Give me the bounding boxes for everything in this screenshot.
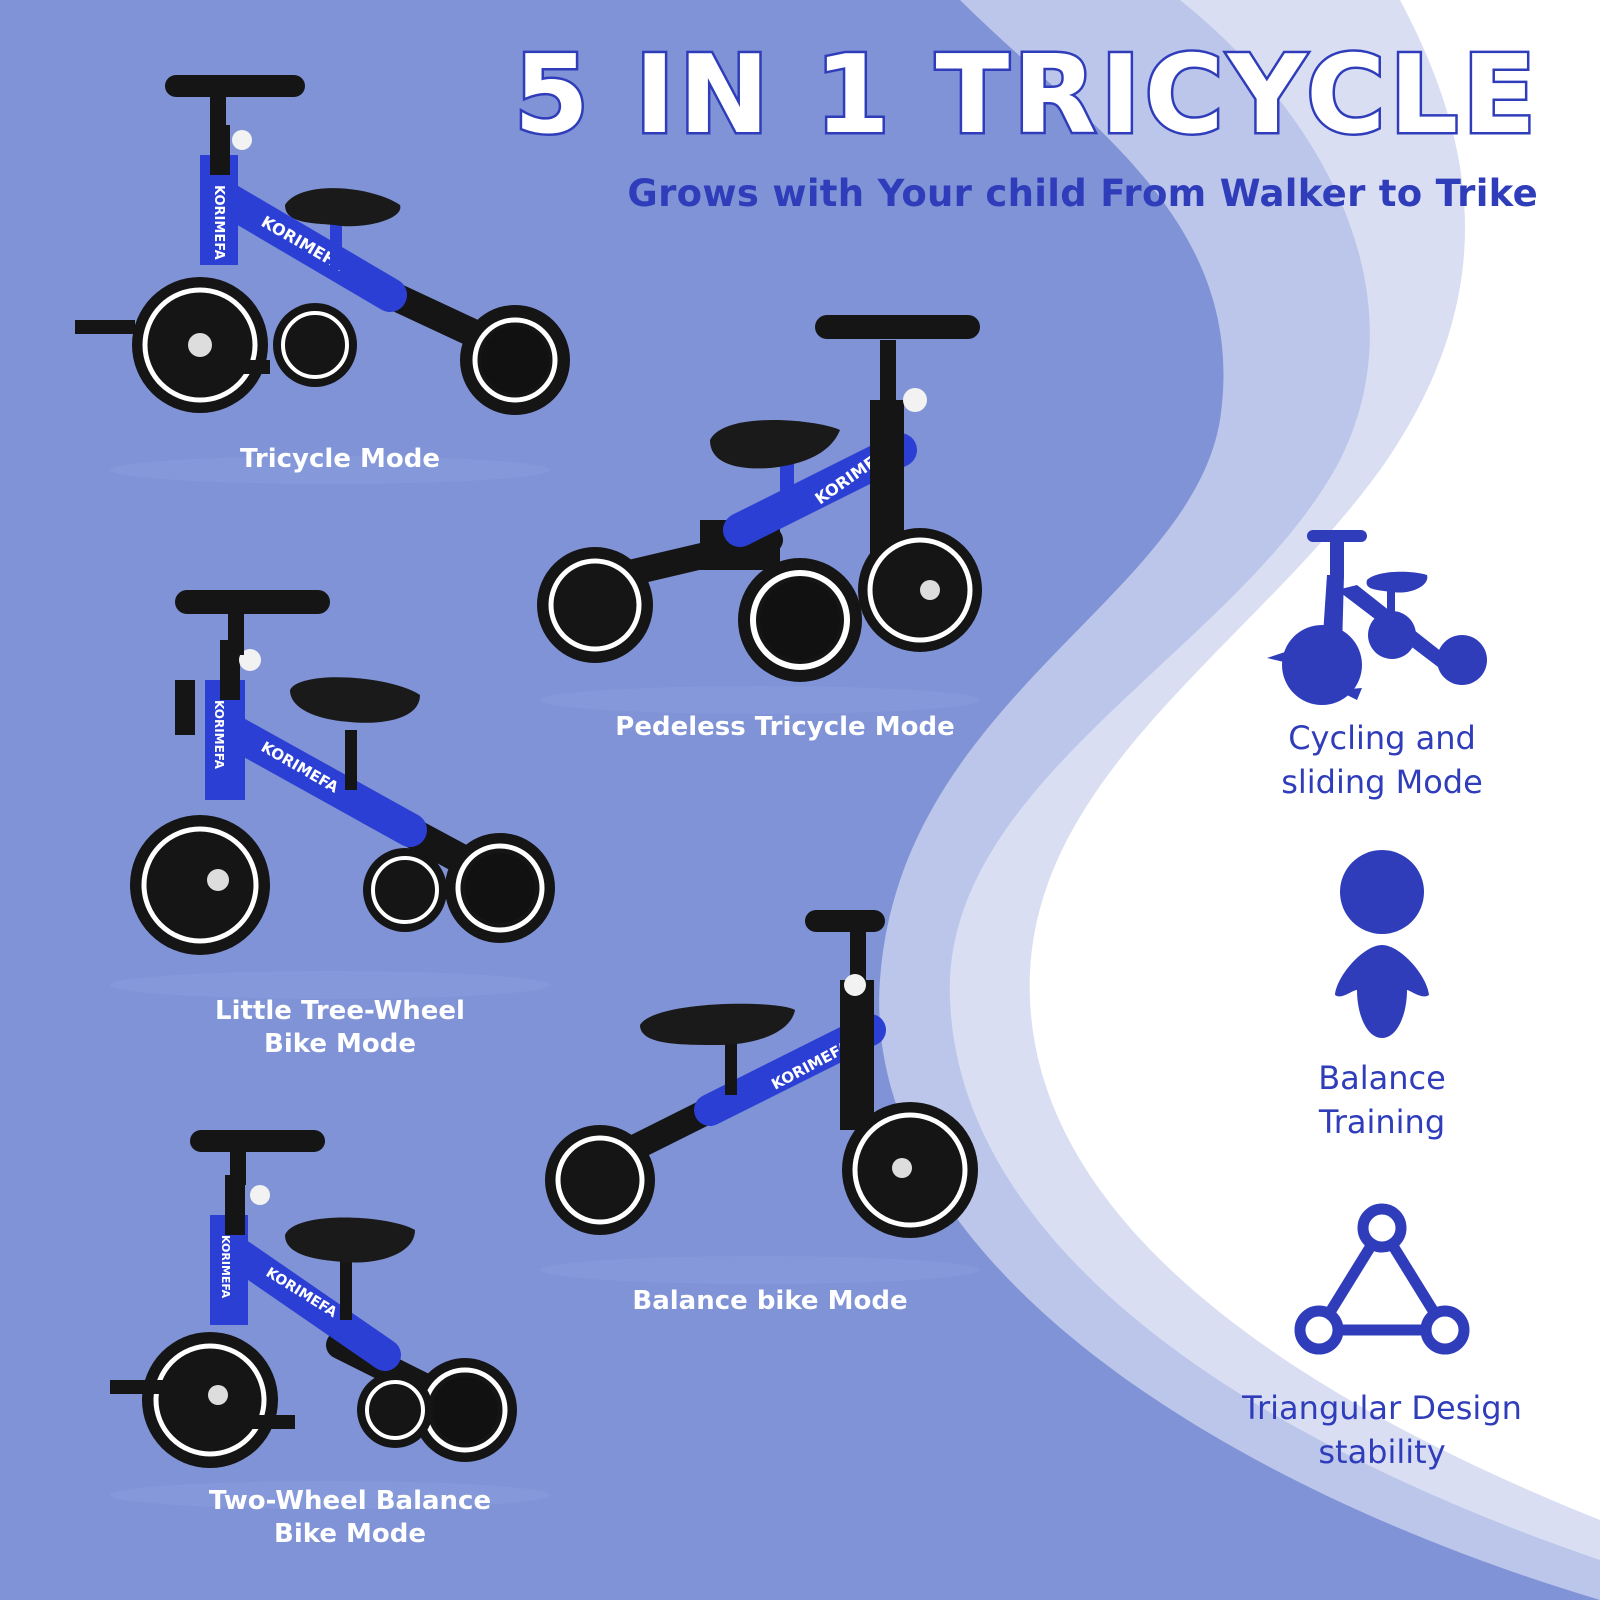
mode-label-two-wheel-balance: Two-Wheel Balance Bike Mode <box>208 1486 492 1549</box>
feature-balance-training: Balance Training <box>1222 850 1542 1144</box>
feature-label-triangle-line1: Triangular Design <box>1242 1389 1522 1427</box>
balance-bike-image: KORIMEFA <box>545 910 978 1238</box>
page-title: 5 IN 1 TRICYCLE <box>511 33 1540 158</box>
feature-label-balance-line2: Training <box>1318 1103 1446 1141</box>
mode-label-little-three-wheel: Little Tree-Wheel Bike Mode <box>215 996 465 1059</box>
mode-label-pedalless-tricycle: Pedeless Tricycle Mode <box>615 712 955 742</box>
svg-text:KORIMEFA: KORIMEFA <box>219 1235 232 1299</box>
feature-label-cycling-line2: sliding Mode <box>1281 763 1483 801</box>
two-wheel-balance-bike-image: KORIMEFA KORIMEFA <box>110 1130 517 1468</box>
page-subtitle: Grows with Your child From Walker to Tri… <box>627 172 1538 215</box>
person-balance-icon <box>1335 850 1429 1038</box>
svg-text:KORIMEFA: KORIMEFA <box>212 700 226 770</box>
triangle-nodes-icon <box>1294 1203 1470 1355</box>
feature-triangular-design: Triangular Design stability <box>1197 1200 1567 1474</box>
feature-label-triangle-line2: stability <box>1318 1433 1446 1471</box>
pedalless-tricycle-image: KORIMEFA <box>537 315 982 682</box>
mode-label-tricycle: Tricycle Mode <box>240 444 440 474</box>
feature-label-balance-line1: Balance <box>1318 1059 1446 1097</box>
tricycle-with-pedals-image: KORIMEFA KORIMEFA <box>75 75 570 415</box>
svg-text:KORIMEFA: KORIMEFA <box>211 185 226 260</box>
tricycle-silhouette-icon <box>1267 530 1487 705</box>
mode-label-balance-bike: Balance bike Mode <box>632 1286 908 1316</box>
little-three-wheel-bike-image: KORIMEFA KORIMEFA <box>130 590 555 955</box>
feature-label-cycling-line1: Cycling and <box>1288 719 1476 757</box>
feature-cycling-sliding: Cycling and sliding Mode <box>1222 530 1542 804</box>
